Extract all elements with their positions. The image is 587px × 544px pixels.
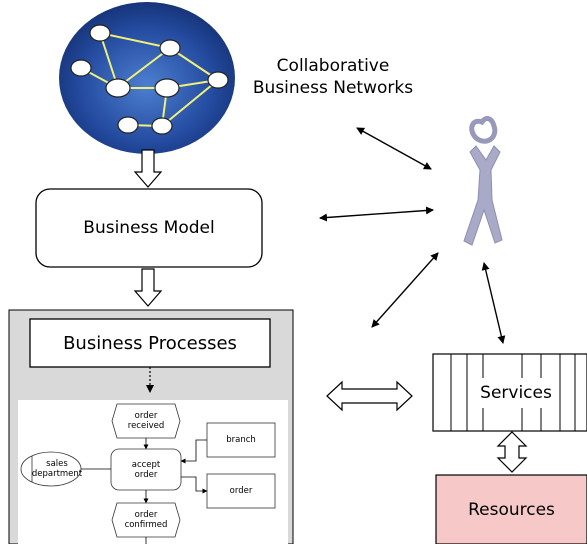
sales-department-label: sales department [31,459,83,479]
business-processes-title: Business Processes [63,332,237,354]
network-globe-icon [59,2,235,154]
bidirectional-arrow [319,206,434,222]
business-model-box [35,188,263,268]
bidirectional-arrow [356,127,432,170]
bidirectional-arrow [371,252,439,328]
resources-label: Resources [468,499,555,520]
hollow-vertical-double-arrow-icon [496,431,528,473]
event-order-confirmed [111,502,181,538]
event-order-confirmed-label: order confirmed [124,510,168,530]
hollow-double-arrow-icon [326,380,413,412]
function-accept-order-label: accept order [131,459,161,480]
network-caption: Collaborative Business Networks [252,56,414,98]
event-order-received [111,403,181,439]
services-label: Services [474,378,558,408]
order-label: order [229,486,253,496]
resources-box [435,474,587,544]
down-arrow-icon [133,149,163,188]
flow-connector [180,439,207,464]
flow-connector [181,476,208,494]
business-model-label: Business Model [83,218,215,238]
bidirectional-arrow [481,262,506,344]
event-order-received-label: order received [127,411,165,431]
info-object-order [206,473,276,509]
user-figure-icon [463,116,503,246]
process-title-box [29,318,271,368]
branch-label: branch [226,435,256,445]
down-arrow-icon [133,268,163,307]
